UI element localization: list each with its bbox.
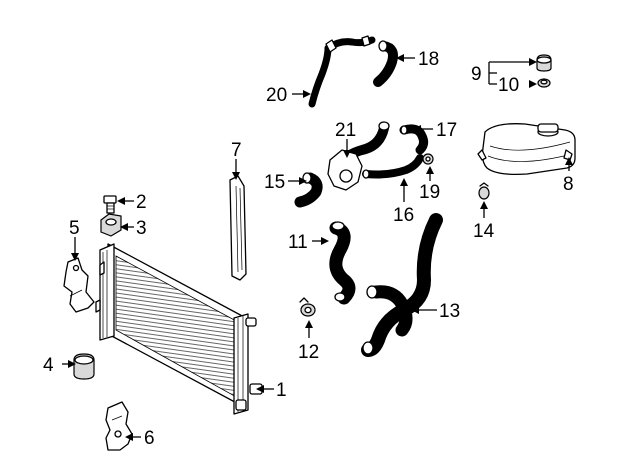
- reservoir-cap: [536, 54, 552, 72]
- callout-19: 19: [419, 182, 440, 203]
- upper-bracket: [63, 257, 95, 313]
- thermostat-housing: [327, 121, 390, 191]
- lower-radiator-hose: [361, 213, 443, 357]
- radiator: [95, 243, 263, 415]
- callout-6: 6: [144, 428, 155, 449]
- callout-15: 15: [264, 172, 285, 193]
- callout-7: 7: [231, 140, 242, 161]
- cap-seal: [537, 78, 551, 88]
- callout-5: 5: [69, 218, 80, 239]
- callout-12: 12: [298, 342, 319, 363]
- heater-hose-short: [294, 172, 323, 208]
- callout-11: 11: [288, 232, 308, 253]
- upper-hose: [373, 40, 398, 87]
- callout-20: 20: [266, 85, 287, 106]
- coolant-pipe: [308, 35, 376, 108]
- callout-21: 21: [335, 120, 356, 141]
- small-hose-clamp: [478, 182, 490, 200]
- lower-insulator: [73, 353, 95, 380]
- lower-hose: [329, 221, 356, 305]
- callout-14: 14: [473, 221, 495, 242]
- callout-labels: 1 2 3 4 5 6 7 8 9 10 11 12 13 14 15 16 1…: [43, 49, 574, 449]
- callout-8: 8: [563, 174, 574, 195]
- bypass-hose-clamp: [422, 153, 434, 165]
- callout-2: 2: [136, 192, 147, 213]
- coolant-reservoir: [477, 123, 576, 176]
- air-guide-seal: [229, 175, 247, 281]
- callout-18: 18: [418, 49, 439, 70]
- callout-leaders: [62, 54, 573, 441]
- mount-bushing: [100, 213, 122, 237]
- callout-13: 13: [439, 301, 460, 322]
- lower-bracket: [105, 401, 133, 451]
- callout-10: 10: [498, 75, 519, 96]
- callout-3: 3: [136, 218, 147, 239]
- callout-17: 17: [436, 120, 457, 141]
- bypass-hose: [362, 154, 424, 179]
- breather-hose: [399, 124, 429, 155]
- callout-16: 16: [393, 205, 414, 226]
- hose-clamp: [299, 297, 316, 317]
- callout-9: 9: [471, 64, 482, 85]
- bolt: [103, 195, 117, 214]
- callout-1: 1: [276, 380, 287, 401]
- callout-4: 4: [43, 355, 54, 376]
